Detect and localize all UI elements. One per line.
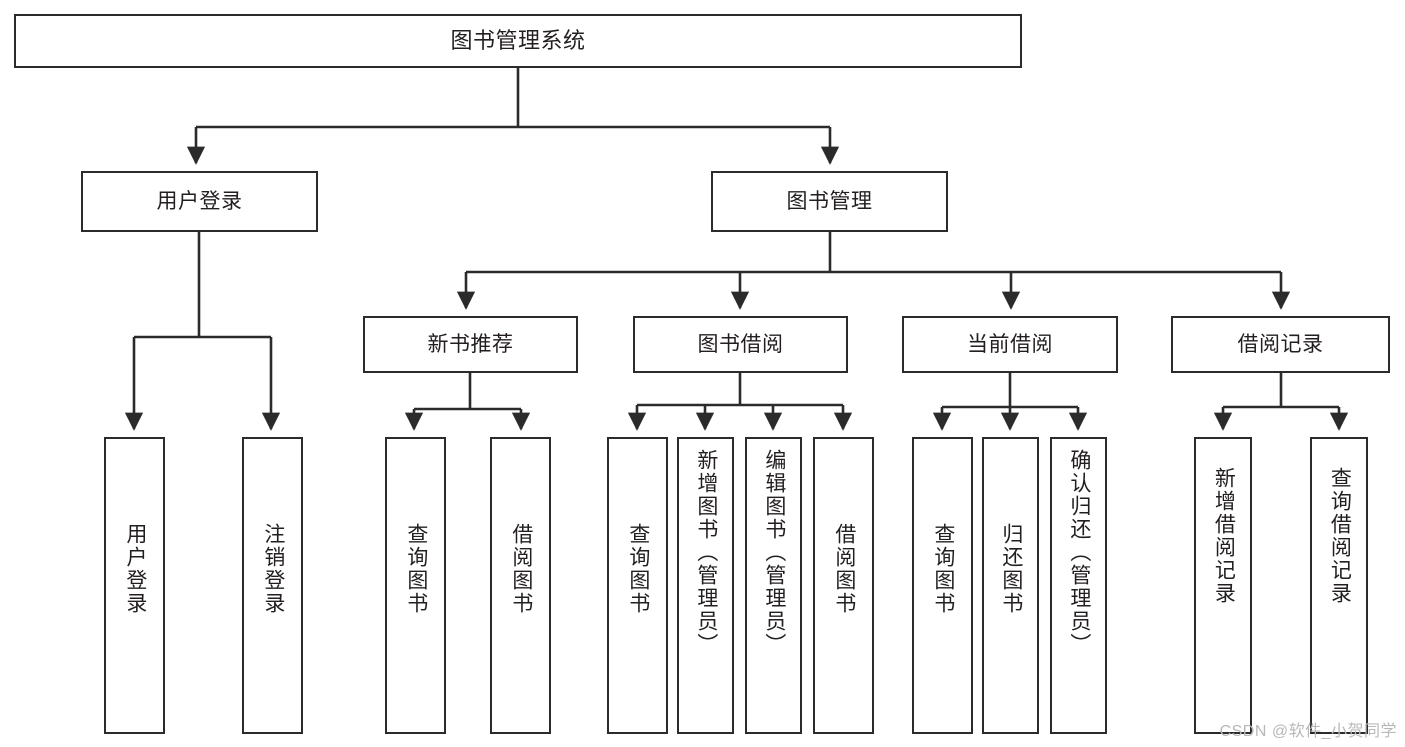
leaf-borrow-book[interactable]: 借阅图书 <box>813 437 874 734</box>
node-book-borrow[interactable]: 图书借阅 <box>633 316 848 373</box>
leaf-query-book-current[interactable]: 查询图书 <box>912 437 973 734</box>
node-user-login[interactable]: 用户登录 <box>81 171 318 232</box>
leaf-user-login[interactable]: 用户登录 <box>104 437 165 734</box>
node-book-manage[interactable]: 图书管理 <box>711 171 948 232</box>
leaf-query-book-recommend-label: 查询图书 <box>404 523 428 615</box>
node-book-borrow-label: 图书借阅 <box>697 333 784 356</box>
leaf-edit-book-label: 编辑图书（管理员） <box>762 449 786 656</box>
leaf-query-book-borrow[interactable]: 查询图书 <box>607 437 668 734</box>
leaf-borrow-book-recommend-label: 借阅图书 <box>509 523 533 615</box>
node-current-borrow-label: 当前借阅 <box>967 333 1053 356</box>
leaf-confirm-return-label: 确认归还（管理员） <box>1067 449 1091 656</box>
node-borrow-record-label: 借阅记录 <box>1237 333 1324 356</box>
leaf-query-book-borrow-label: 查询图书 <box>626 523 650 615</box>
leaf-query-book-current-label: 查询图书 <box>931 523 955 615</box>
leaf-query-borrow-record-label: 查询借阅记录 <box>1328 467 1352 605</box>
watermark: CSDN @软件_小贺同学 <box>1219 723 1397 740</box>
node-new-book-recommend[interactable]: 新书推荐 <box>363 316 578 373</box>
node-user-login-label: 用户登录 <box>156 190 243 213</box>
leaf-return-book-label: 归还图书 <box>999 523 1023 615</box>
leaf-return-book[interactable]: 归还图书 <box>982 437 1039 734</box>
node-borrow-record[interactable]: 借阅记录 <box>1171 316 1390 373</box>
leaf-borrow-book-recommend[interactable]: 借阅图书 <box>490 437 551 734</box>
leaf-query-borrow-record[interactable]: 查询借阅记录 <box>1310 437 1368 734</box>
leaf-add-book-label: 新增图书（管理员） <box>694 449 718 656</box>
leaf-confirm-return[interactable]: 确认归还（管理员） <box>1050 437 1107 734</box>
leaf-user-login-label: 用户登录 <box>123 523 147 615</box>
node-root-label: 图书管理系统 <box>450 28 586 53</box>
leaf-add-borrow-record[interactable]: 新增借阅记录 <box>1194 437 1252 734</box>
leaf-logout-login[interactable]: 注销登录 <box>242 437 303 734</box>
node-new-book-recommend-label: 新书推荐 <box>427 333 514 356</box>
leaf-borrow-book-label: 借阅图书 <box>832 523 856 615</box>
leaf-add-borrow-record-label: 新增借阅记录 <box>1212 467 1236 605</box>
node-book-manage-label: 图书管理 <box>786 190 873 213</box>
node-root[interactable]: 图书管理系统 <box>14 14 1022 68</box>
leaf-edit-book[interactable]: 编辑图书（管理员） <box>745 437 802 734</box>
node-current-borrow[interactable]: 当前借阅 <box>902 316 1118 373</box>
leaf-logout-login-label: 注销登录 <box>261 523 285 615</box>
leaf-add-book[interactable]: 新增图书（管理员） <box>677 437 734 734</box>
leaf-query-book-recommend[interactable]: 查询图书 <box>385 437 446 734</box>
